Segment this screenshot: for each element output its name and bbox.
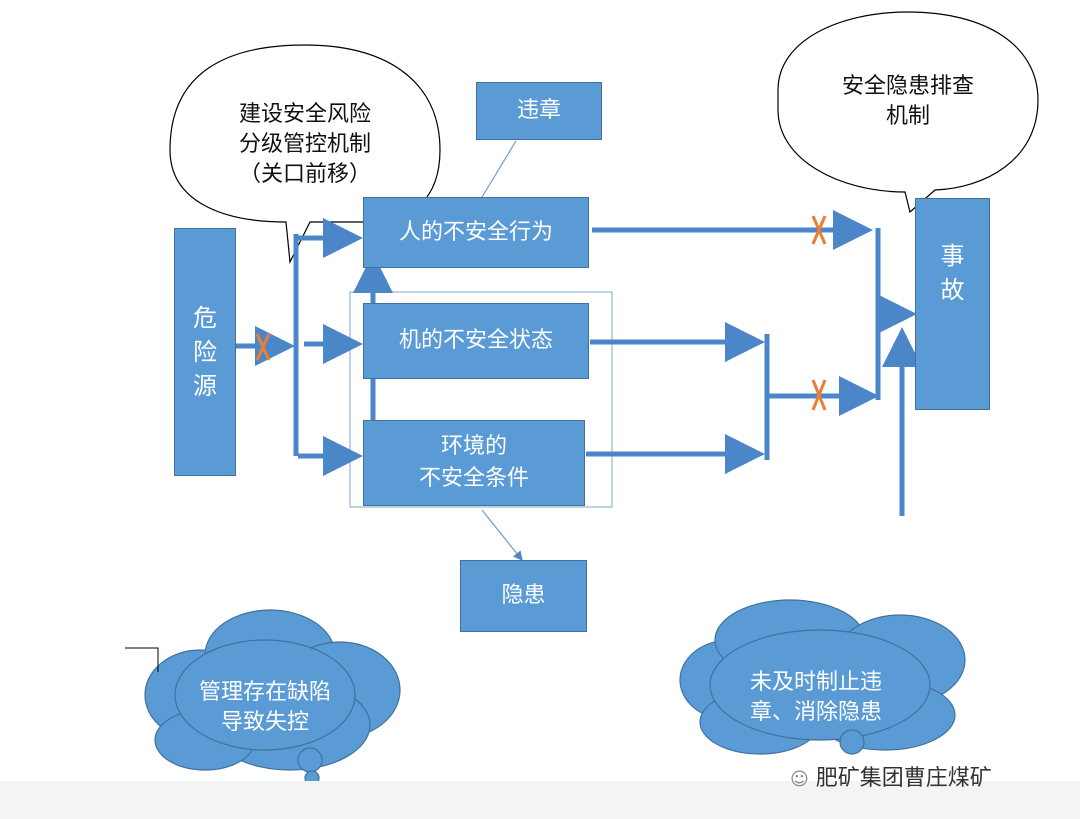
unsafe-behavior-label: 人的不安全行为 [398, 219, 553, 245]
cross-mark [811, 215, 827, 245]
accident-label: 事 故 [940, 242, 965, 304]
unsafe-behavior-box: 人的不安全行为 [363, 197, 589, 268]
watermark: ☺ 肥矿集团曹庄煤矿 [790, 760, 992, 792]
watermark-text: 肥矿集团曹庄煤矿 [815, 766, 992, 791]
not-stopped-cloud [679, 599, 966, 755]
unsafe-env-box: 环境的 不安全条件 [363, 420, 585, 506]
hazard-label: 危 险 源 [193, 304, 217, 400]
hidden-connector [481, 509, 523, 561]
wechat-icon: ☺ [790, 769, 809, 790]
hazard-box: 危 险 源 [174, 228, 236, 476]
management-cloud [144, 609, 401, 786]
unsafe-machine-box: 机的不安全状态 [363, 303, 589, 379]
risk-mechanism-text: 建设安全风险 分级管控机制 （关口前移） [238, 102, 371, 187]
cross-mark [255, 333, 271, 361]
inspection-text: 安全隐患排查 机制 [841, 74, 974, 129]
management-text: 管理存在缺陷 导致失控 [198, 680, 331, 735]
cross-mark [811, 379, 827, 411]
hidden-danger-label: 隐患 [501, 583, 546, 608]
violation-label: 违章 [516, 98, 561, 123]
group-frame [349, 291, 613, 508]
not-stopped-text: 未及时制止违 章、消除隐患 [749, 670, 882, 725]
violation-box: 违章 [476, 82, 602, 140]
footer-bar [0, 781, 1080, 819]
hidden-danger-box: 隐患 [460, 560, 587, 632]
inspection-bubble [777, 11, 1039, 214]
accident-box: 事 故 [915, 198, 990, 410]
violation-connector [481, 140, 517, 198]
unsafe-env-label: 环境的 不安全条件 [418, 434, 529, 491]
management-connector [125, 647, 159, 672]
unsafe-machine-label: 机的不安全状态 [398, 328, 553, 353]
